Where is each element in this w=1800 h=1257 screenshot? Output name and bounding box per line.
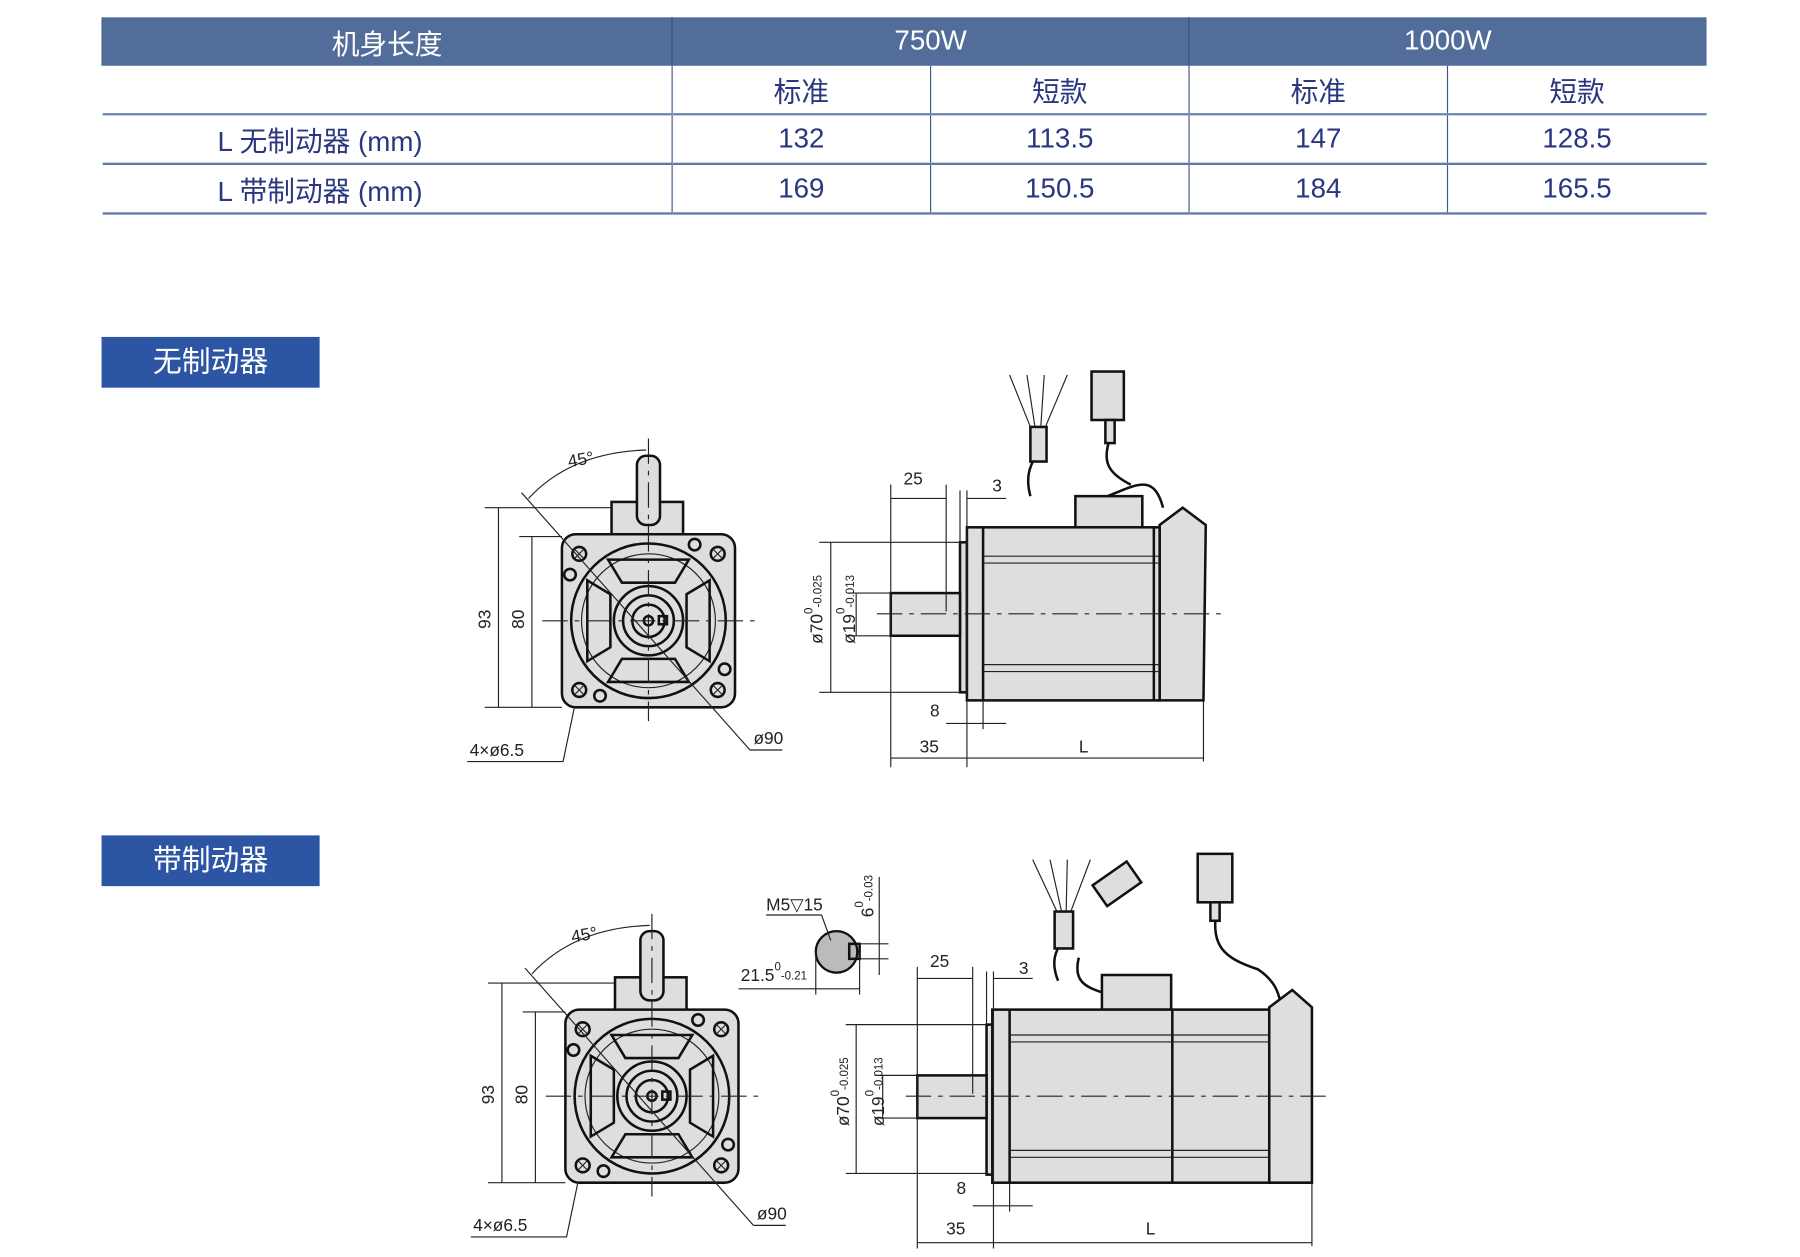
- dim-93: 93: [478, 1085, 498, 1104]
- front-view-no-brake: 45° 93 80 4×ø6.5 ø90: [466, 437, 784, 763]
- dim-19: ø190-0.013: [836, 575, 859, 644]
- dim-angle: 45°: [566, 447, 595, 471]
- dim-93: 93: [474, 610, 494, 629]
- dim-8: 8: [930, 701, 940, 721]
- cell: 132: [671, 114, 931, 166]
- dim-holes: 4×ø6.5: [470, 740, 524, 760]
- dim-3: 3: [1019, 958, 1029, 978]
- dim-pcd: ø90: [757, 1204, 787, 1224]
- dim-key: 60-0.03: [854, 875, 877, 917]
- dim-angle: 45°: [570, 922, 599, 946]
- table-row: L 带制动器 (mm) 169 150.5 184 165.5: [102, 163, 1707, 215]
- subheader-cell: 标准: [671, 65, 931, 116]
- row-label: L 带制动器 (mm): [102, 163, 673, 215]
- dim-35: 35: [920, 736, 939, 756]
- table-row: L 无制动器 (mm) 132 113.5 147 128.5: [102, 114, 1707, 166]
- section-title-no-brake: 无制动器: [101, 336, 320, 388]
- dim-holes: 4×ø6.5: [473, 1215, 527, 1235]
- side-view-no-brake: 25 3 ø700-0.025 ø190-0.013 8 35 L: [803, 370, 1224, 768]
- dim-80: 80: [511, 1085, 531, 1104]
- header-label: 机身长度: [101, 17, 673, 66]
- motor-length-table: 机身长度 750W 1000W 标准 短款 标准 短款 L 无制动器 (mm) …: [101, 17, 1707, 215]
- dim-70: ø700-0.025: [830, 1057, 853, 1126]
- dim-thread: M5▽15: [766, 894, 823, 914]
- cell: 150.5: [930, 163, 1190, 215]
- dim-3: 3: [992, 476, 1002, 496]
- subheader-empty: [102, 65, 673, 116]
- table-header-row: 机身长度 750W 1000W: [101, 17, 1707, 66]
- subheader-cell: 短款: [1446, 65, 1707, 116]
- table-subheader-row: 标准 短款 标准 短款: [102, 65, 1707, 116]
- dim-L: L: [1079, 736, 1089, 756]
- section-title-with-brake: 带制动器: [101, 835, 320, 887]
- dim-L: L: [1146, 1219, 1156, 1239]
- cell: 113.5: [930, 114, 1190, 166]
- dim-25: 25: [903, 469, 922, 489]
- dim-shaft-height: 21.50-0.21: [741, 961, 807, 984]
- header-1000w: 1000W: [1188, 17, 1707, 66]
- subheader-cell: 标准: [1188, 65, 1448, 116]
- cell: 184: [1188, 163, 1448, 215]
- subheader-cell: 短款: [930, 65, 1190, 116]
- dim-80: 80: [508, 610, 528, 629]
- shaft-end-detail: M5▽15 60-0.03 21.50-0.21: [738, 875, 889, 995]
- dim-35: 35: [946, 1219, 965, 1239]
- dim-25: 25: [930, 951, 949, 971]
- row-label: L 无制动器 (mm): [102, 114, 673, 166]
- dim-19: ø190-0.013: [864, 1057, 887, 1126]
- dim-pcd: ø90: [753, 728, 783, 748]
- dim-8: 8: [957, 1178, 967, 1198]
- side-view-with-brake: 25 3 ø700-0.025 ø190-0.013 8 35 L: [830, 852, 1327, 1249]
- cell: 165.5: [1446, 163, 1707, 215]
- dim-70: ø700-0.025: [803, 575, 826, 644]
- cell: 128.5: [1446, 114, 1707, 166]
- front-view-with-brake: 45° 93 80 4×ø6.5 ø90: [469, 912, 788, 1239]
- header-750w: 750W: [671, 17, 1190, 66]
- cell: 147: [1188, 114, 1448, 166]
- cell: 169: [671, 163, 931, 215]
